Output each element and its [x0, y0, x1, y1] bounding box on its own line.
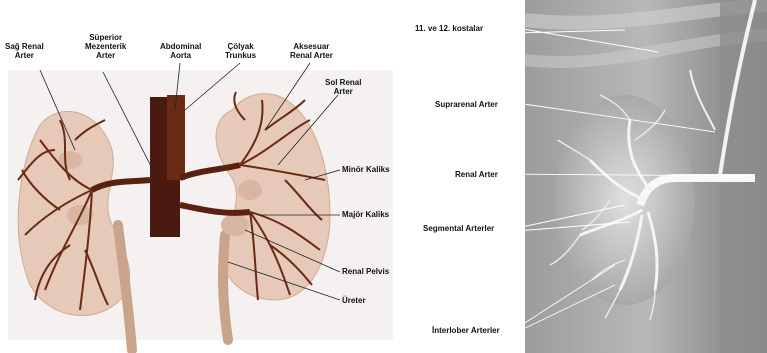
label-left-renal-artery: Sol Renal Arter	[325, 78, 361, 96]
label-line: Arter	[15, 51, 34, 60]
label-ribs-11-12: 11. ve 12. kostalar	[415, 24, 483, 33]
angiogram-panel: 11. ve 12. kostalar Suprarenal Arter Ren…	[410, 0, 767, 353]
label-minor-calyx: Minör Kaliks	[342, 165, 390, 174]
label-line: Mezenterik	[85, 42, 126, 51]
label-superior-mesenteric-artery: Süperior Mezenterik Arter	[85, 33, 126, 60]
label-ureter: Üreter	[342, 296, 366, 305]
anatomy-illustration-panel: Sağ Renal Arter Süperior Mezenterik Arte…	[0, 0, 400, 353]
label-interlobar-arteries: İnterlober Arterler	[432, 326, 500, 335]
label-celiac-trunk: Çölyak Trunkus	[225, 42, 256, 60]
label-line: Abdominal	[160, 42, 201, 51]
label-right-renal-artery: Sağ Renal Arter	[5, 42, 44, 60]
label-line: Aksesuar	[293, 42, 329, 51]
label-renal-artery: Renal Arter	[455, 170, 498, 179]
celiac-trunk-overlay	[167, 95, 185, 180]
left-renal-pelvis	[221, 214, 249, 236]
label-line: Sağ Renal	[5, 42, 44, 51]
label-line: Çölyak	[227, 42, 253, 51]
label-line: Arter	[96, 51, 115, 60]
label-line: Süperior	[89, 33, 122, 42]
kidney-blush	[555, 95, 695, 305]
left-ureter	[223, 235, 228, 340]
label-line: Trunkus	[225, 51, 256, 60]
label-line: Sol Renal	[325, 78, 361, 87]
label-renal-pelvis: Renal Pelvis	[342, 267, 389, 276]
label-segmental-arteries: Segmental Arterler	[423, 224, 494, 233]
label-accessory-renal-artery: Aksesuar Renal Arter	[290, 42, 333, 60]
left-minor-calyx	[238, 180, 262, 200]
label-line: Arter	[334, 87, 353, 96]
label-major-calyx: Majör Kaliks	[342, 210, 389, 219]
label-abdominal-aorta: Abdominal Aorta	[160, 42, 201, 60]
label-line: Aorta	[170, 51, 191, 60]
label-line: Renal Arter	[290, 51, 333, 60]
label-suprarenal-artery: Suprarenal Arter	[435, 100, 498, 109]
